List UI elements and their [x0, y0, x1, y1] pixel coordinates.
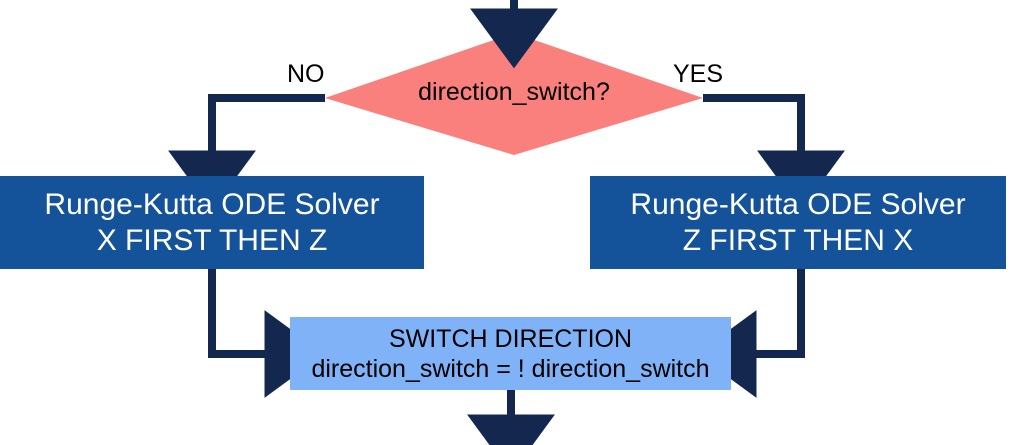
- edge-no-to-solver-left: [168, 94, 325, 211]
- solver-left-line-1: Runge-Kutta ODE Solver: [44, 187, 380, 221]
- edge-yes-to-solver-right: [703, 94, 845, 211]
- process-node-switch-direction[interactable]: SWITCH DIRECTION direction_switch = ! di…: [290, 317, 731, 390]
- branch-label-yes: YES: [673, 60, 724, 88]
- decision-diamond-shape: [325, 33, 703, 155]
- edge-solver-left-to-switch: [208, 269, 325, 398]
- solver-right-line-1: Runge-Kutta ODE Solver: [630, 187, 966, 221]
- process-node-solver-x-first[interactable]: Runge-Kutta ODE Solver X FIRST THEN Z: [0, 176, 424, 269]
- process-node-solver-z-first[interactable]: Runge-Kutta ODE Solver Z FIRST THEN X: [590, 176, 1006, 269]
- solver-right-line-2: Z FIRST THEN X: [682, 223, 914, 257]
- branch-label-no: NO: [287, 60, 325, 88]
- solver-left-line-2: X FIRST THEN Z: [96, 223, 328, 257]
- switch-direction-line-2: direction_switch = ! direction_switch: [311, 354, 710, 383]
- edge-solver-right-to-switch: [696, 269, 805, 398]
- switch-direction-line-1: SWITCH DIRECTION: [388, 324, 633, 353]
